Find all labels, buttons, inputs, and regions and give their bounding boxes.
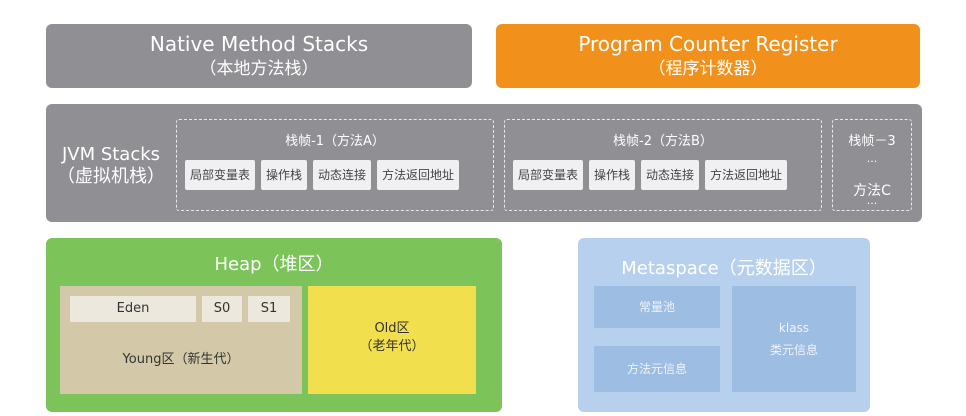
native-method-stacks-subtitle: （本地方法栈） (199, 59, 319, 79)
old-generation-label: Old区 （老年代） (308, 320, 476, 356)
stack-frame-3-title: 栈帧－3 (848, 134, 896, 149)
native-method-stacks-title: Native Method Stacks (149, 32, 369, 56)
stack-frame-3: 栈帧－3 ... 方法C ... (832, 119, 912, 211)
jvm-stacks-box: JVM Stacks （虚拟机栈） 栈帧-1（方法A） 局部变量表 操作栈 动态… (46, 104, 922, 222)
return-address: 方法返回地址 (377, 160, 460, 190)
klass-metadata: klass 类元信息 (732, 286, 856, 392)
operand-stack: 操作栈 (589, 160, 636, 190)
old-generation-title: Old区 (374, 321, 410, 336)
klass-subtitle: 类元信息 (769, 342, 818, 357)
program-counter-register-title: Program Counter Register (578, 32, 838, 56)
old-generation-subtitle: （老年代） (359, 339, 425, 354)
jvm-stacks-title: JVM Stacks (61, 144, 161, 165)
stack-frame-3-label: 方法C (853, 183, 891, 199)
dynamic-linking: 动态连接 (641, 160, 700, 190)
old-generation: Old区 （老年代） (308, 286, 476, 394)
eden-space: Eden (70, 296, 196, 322)
heap-box: Heap（堆区） Eden S0 S1 Young区（新生代） Old区 （老年… (46, 238, 502, 412)
local-variable-table: 局部变量表 (185, 160, 256, 190)
stack-frame-1-title: 栈帧-1（方法A） (285, 134, 385, 149)
metaspace-box: Metaspace（元数据区） 常量池 方法元信息 klass 类元信息 (578, 238, 870, 412)
stack-frame-1-cells: 局部变量表 操作栈 动态连接 方法返回地址 (185, 160, 460, 190)
metaspace-title: Metaspace（元数据区） (621, 258, 827, 279)
jvm-stacks-subtitle: （虚拟机栈） (57, 166, 165, 187)
klass-title: klass (778, 320, 810, 335)
jvm-stacks-label: JVM Stacks （虚拟机栈） (48, 144, 174, 188)
survivor-s0: S0 (202, 296, 242, 322)
local-variable-table: 局部变量表 (513, 160, 584, 190)
young-generation: Eden S0 S1 Young区（新生代） (60, 286, 302, 394)
constant-pool: 常量池 (594, 286, 720, 328)
stack-frame-2-cells: 局部变量表 操作栈 动态连接 方法返回地址 (513, 160, 788, 190)
stack-frame-3-dots-top: ... (866, 152, 878, 165)
stack-frame-2-title: 栈帧-2（方法B） (613, 134, 713, 149)
program-counter-register-subtitle: （程序计数器） (648, 59, 768, 79)
heap-title: Heap（堆区） (214, 254, 334, 275)
return-address: 方法返回地址 (705, 160, 788, 190)
stack-frame-1: 栈帧-1（方法A） 局部变量表 操作栈 动态连接 方法返回地址 (176, 119, 494, 211)
young-generation-label: Young区（新生代） (122, 352, 240, 367)
survivor-s1: S1 (248, 296, 290, 322)
stack-frame-3-dots-bottom: ... (866, 194, 878, 207)
method-metadata: 方法元信息 (594, 346, 720, 392)
dynamic-linking: 动态连接 (313, 160, 372, 190)
program-counter-register-box: Program Counter Register （程序计数器） (496, 24, 920, 88)
stack-frame-2: 栈帧-2（方法B） 局部变量表 操作栈 动态连接 方法返回地址 (504, 119, 822, 211)
native-method-stacks-box: Native Method Stacks （本地方法栈） (46, 24, 472, 88)
operand-stack: 操作栈 (261, 160, 308, 190)
